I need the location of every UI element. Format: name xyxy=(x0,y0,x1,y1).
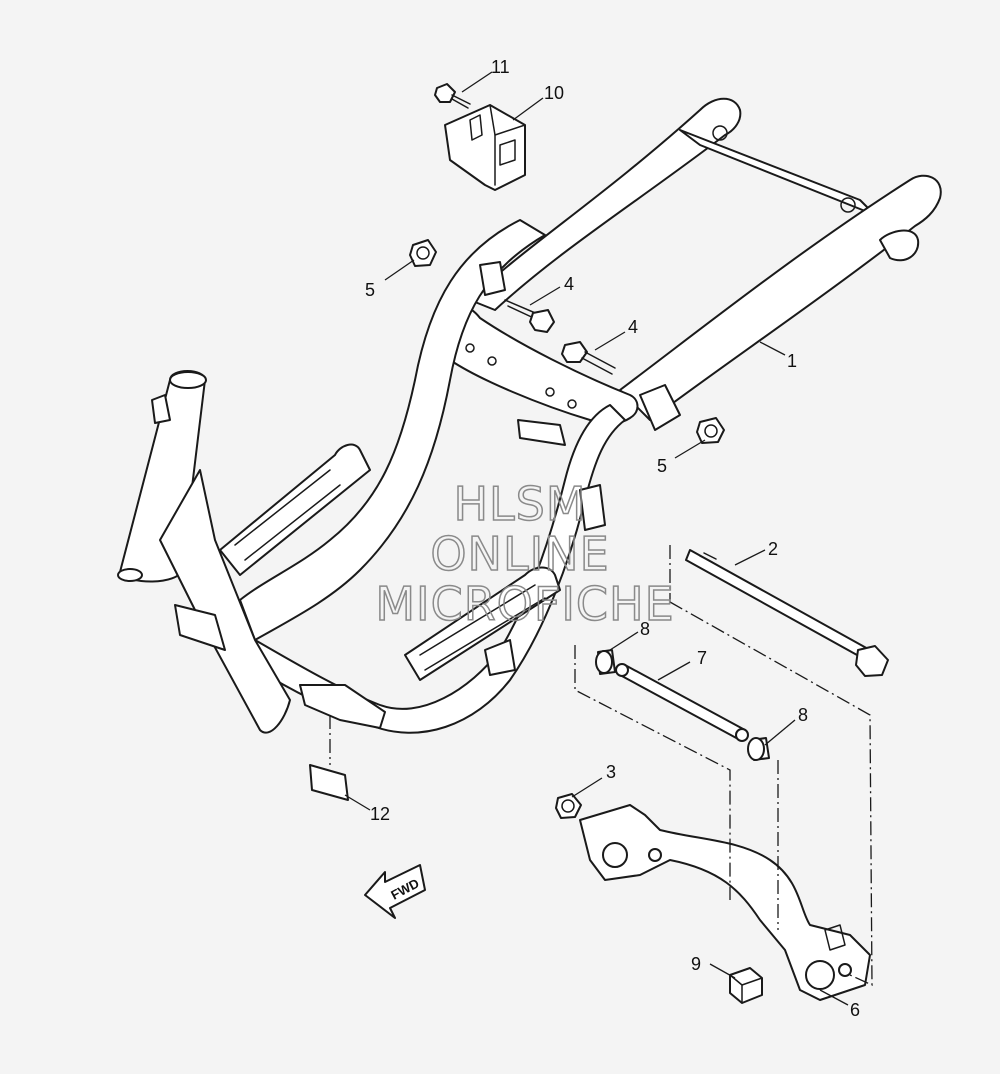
watermark-line-3: MICROFICHE xyxy=(375,577,674,631)
fwd-marker: FWD xyxy=(364,864,426,919)
bracket-10 xyxy=(444,104,526,191)
callout-3: 3 xyxy=(606,762,616,782)
nut-5-lower xyxy=(696,417,725,444)
bolt-11 xyxy=(434,83,471,109)
damper-9 xyxy=(729,967,763,1004)
watermark-line-2: ONLINE xyxy=(430,527,609,581)
callout-5-lower: 5 xyxy=(657,456,667,476)
engine-bracket-6 xyxy=(579,804,871,1001)
shaft-2 xyxy=(685,549,889,677)
callout-6: 6 xyxy=(850,1000,860,1020)
nut-5-upper xyxy=(409,239,437,267)
watermark-line-1: HLSM xyxy=(453,477,586,531)
arrow-left-icon xyxy=(364,864,426,919)
callout-7: 7 xyxy=(697,648,707,668)
callout-8-left: 8 xyxy=(640,619,650,639)
callout-4-upper: 4 xyxy=(564,274,574,294)
pipe-7 xyxy=(615,663,749,742)
watermark: HLSM ONLINE MICROFICHE xyxy=(375,476,675,632)
callout-8-right: 8 xyxy=(798,705,808,725)
bolt-4-upper xyxy=(504,299,555,333)
leader-lines xyxy=(344,71,849,1006)
frame-assembly xyxy=(117,97,942,734)
callout-1: 1 xyxy=(787,351,797,371)
callout-9: 9 xyxy=(691,954,701,974)
assembly-lines xyxy=(329,545,873,987)
nut-3 xyxy=(555,793,582,819)
callout-12: 12 xyxy=(370,804,390,824)
callout-11: 11 xyxy=(491,57,510,77)
callout-10: 10 xyxy=(544,83,564,103)
collar-8-right xyxy=(747,737,770,761)
callout-4-lower: 4 xyxy=(628,317,638,337)
bolt-4-lower xyxy=(561,341,616,375)
callout-2: 2 xyxy=(768,539,778,559)
label-12 xyxy=(309,764,349,801)
callout-labels: 11 10 5 4 4 1 5 2 8 7 8 3 12 9 6 xyxy=(365,57,860,1020)
collar-8-left xyxy=(595,649,616,675)
callout-5-upper: 5 xyxy=(365,280,375,300)
